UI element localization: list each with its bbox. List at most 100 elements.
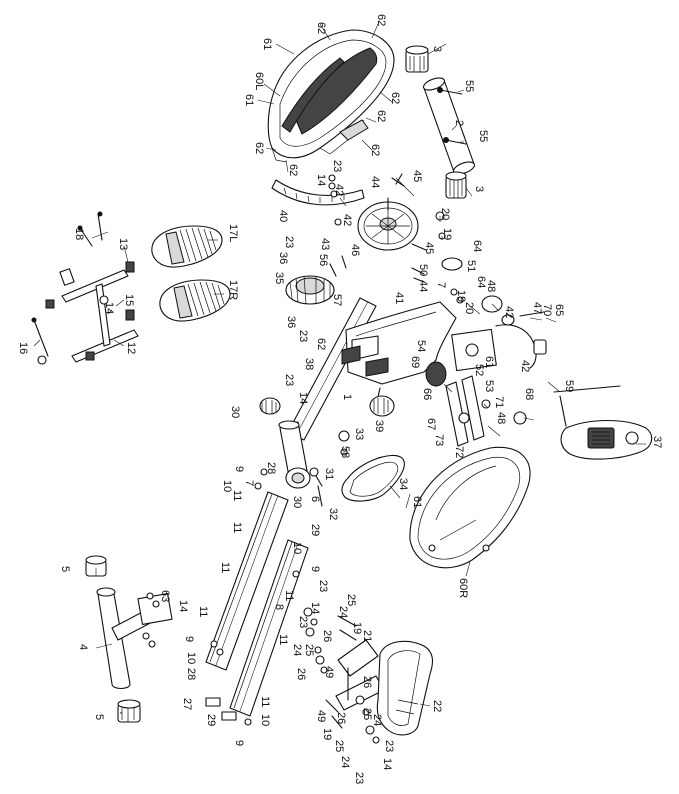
callout-59: 59 — [563, 380, 575, 392]
seat-post-2 — [422, 77, 476, 175]
callout-25: 25 — [303, 644, 315, 656]
callout-63: 63 — [159, 590, 171, 602]
callout-11: 11 — [231, 522, 243, 533]
side-cover-60R — [409, 446, 531, 569]
callout-25: 25 — [345, 594, 357, 606]
post-cap-bottom-3 — [445, 171, 467, 199]
callout-42: 42 — [333, 184, 345, 196]
callout-62: 62 — [315, 22, 327, 34]
callout-23: 23 — [297, 330, 309, 342]
callout-61: 61 — [411, 496, 423, 508]
base-rail-7 — [205, 491, 289, 671]
callout-41: 41 — [393, 292, 405, 304]
callout-13: 13 — [117, 238, 129, 250]
callout-44: 44 — [369, 176, 381, 188]
bolts-18-16 — [31, 211, 103, 365]
callout-31: 31 — [323, 468, 335, 480]
callout-36: 36 — [277, 252, 289, 264]
cover-22 — [376, 640, 434, 736]
callout-52: 52 — [473, 364, 485, 376]
callout-37: 37 — [651, 436, 663, 448]
callout-23: 23 — [331, 160, 343, 172]
callout-26: 26 — [321, 630, 333, 642]
callout-50: 50 — [417, 264, 429, 276]
callout-28: 28 — [185, 668, 197, 680]
callout-45: 45 — [423, 242, 435, 254]
callout-labels: 62 62 61 60L 61 62 62 62 62 62 3 55 2 55… — [17, 14, 663, 784]
seat-slider-40 — [271, 179, 365, 206]
rail-fasteners — [205, 430, 350, 726]
callout-25: 25 — [333, 740, 345, 752]
callout-39: 39 — [373, 420, 385, 432]
posts-53-72 — [445, 375, 527, 447]
callout-43: 43 — [319, 238, 331, 250]
magnet-plate-54-69 — [341, 345, 389, 377]
callout-62: 62 — [253, 142, 265, 154]
callout-9: 9 — [183, 636, 195, 642]
callout-24: 24 — [291, 644, 303, 656]
callout-29: 29 — [205, 714, 217, 726]
callout-67: 67 — [425, 418, 437, 430]
callout-62: 62 — [375, 110, 387, 122]
callout-72: 72 — [453, 446, 465, 458]
callout-12: 12 — [125, 342, 137, 354]
callout-42: 42 — [503, 306, 515, 318]
callout-35: 35 — [273, 272, 285, 284]
callout-9: 9 — [233, 740, 245, 746]
callout-61: 61 — [483, 356, 495, 368]
callout-23: 23 — [283, 236, 295, 248]
callout-26: 26 — [361, 676, 373, 688]
callout-4: 4 — [77, 644, 89, 650]
drive-pulley — [357, 197, 419, 251]
callout-17R: 17R — [227, 280, 239, 300]
callout-62: 62 — [287, 164, 299, 176]
callout-1: 1 — [341, 394, 353, 400]
callout-42: 42 — [519, 360, 531, 372]
callout-46: 46 — [349, 244, 361, 256]
callout-23: 23 — [353, 772, 365, 784]
callout-2: 2 — [453, 120, 465, 126]
callout-19: 19 — [321, 728, 333, 740]
callout-34: 34 — [397, 478, 409, 490]
callout-24: 24 — [371, 714, 383, 726]
callout-19: 19 — [351, 622, 363, 634]
callout-11: 11 — [219, 562, 231, 573]
callout-22: 22 — [431, 700, 443, 712]
callout-71: 71 — [493, 396, 505, 408]
callout-20: 20 — [439, 208, 451, 220]
callout-64: 64 — [475, 276, 487, 288]
stabilizer-fasteners-63 — [142, 592, 160, 648]
callout-14: 14 — [309, 602, 321, 614]
callout-7: 7 — [435, 282, 447, 288]
callout-9: 9 — [309, 566, 321, 572]
console-37 — [553, 385, 653, 460]
callout-61: 61 — [243, 94, 255, 106]
seat-frame-12 — [45, 261, 139, 363]
base-rail-8 — [229, 539, 309, 717]
callout-26: 26 — [295, 668, 307, 680]
callout-10: 10 — [185, 652, 197, 664]
callout-18: 18 — [73, 228, 85, 240]
callout-11: 11 — [283, 590, 295, 601]
callout-11: 11 — [231, 490, 243, 501]
callout-68: 68 — [523, 388, 535, 400]
callout-5: 5 — [59, 566, 71, 572]
callout-15: 15 — [123, 294, 135, 306]
callout-25: 25 — [361, 708, 373, 720]
callout-61: 61 — [261, 38, 273, 50]
callout-14: 14 — [177, 600, 189, 612]
callout-49: 49 — [315, 710, 327, 722]
washers-23-14-42 — [328, 173, 405, 226]
callout-11: 11 — [277, 634, 289, 645]
callout-53: 53 — [483, 380, 495, 392]
callout-30: 30 — [229, 406, 241, 418]
post-cap-top-3 — [405, 45, 429, 73]
callout-20: 20 — [463, 302, 475, 314]
callout-5: 5 — [93, 714, 105, 720]
pedal-bracket-21 — [335, 639, 385, 711]
seat-cushion-17L — [151, 225, 223, 268]
callout-23: 23 — [383, 740, 395, 752]
callout-32: 32 — [327, 508, 339, 520]
callout-45: 45 — [411, 170, 423, 182]
callout-48: 48 — [485, 280, 497, 292]
